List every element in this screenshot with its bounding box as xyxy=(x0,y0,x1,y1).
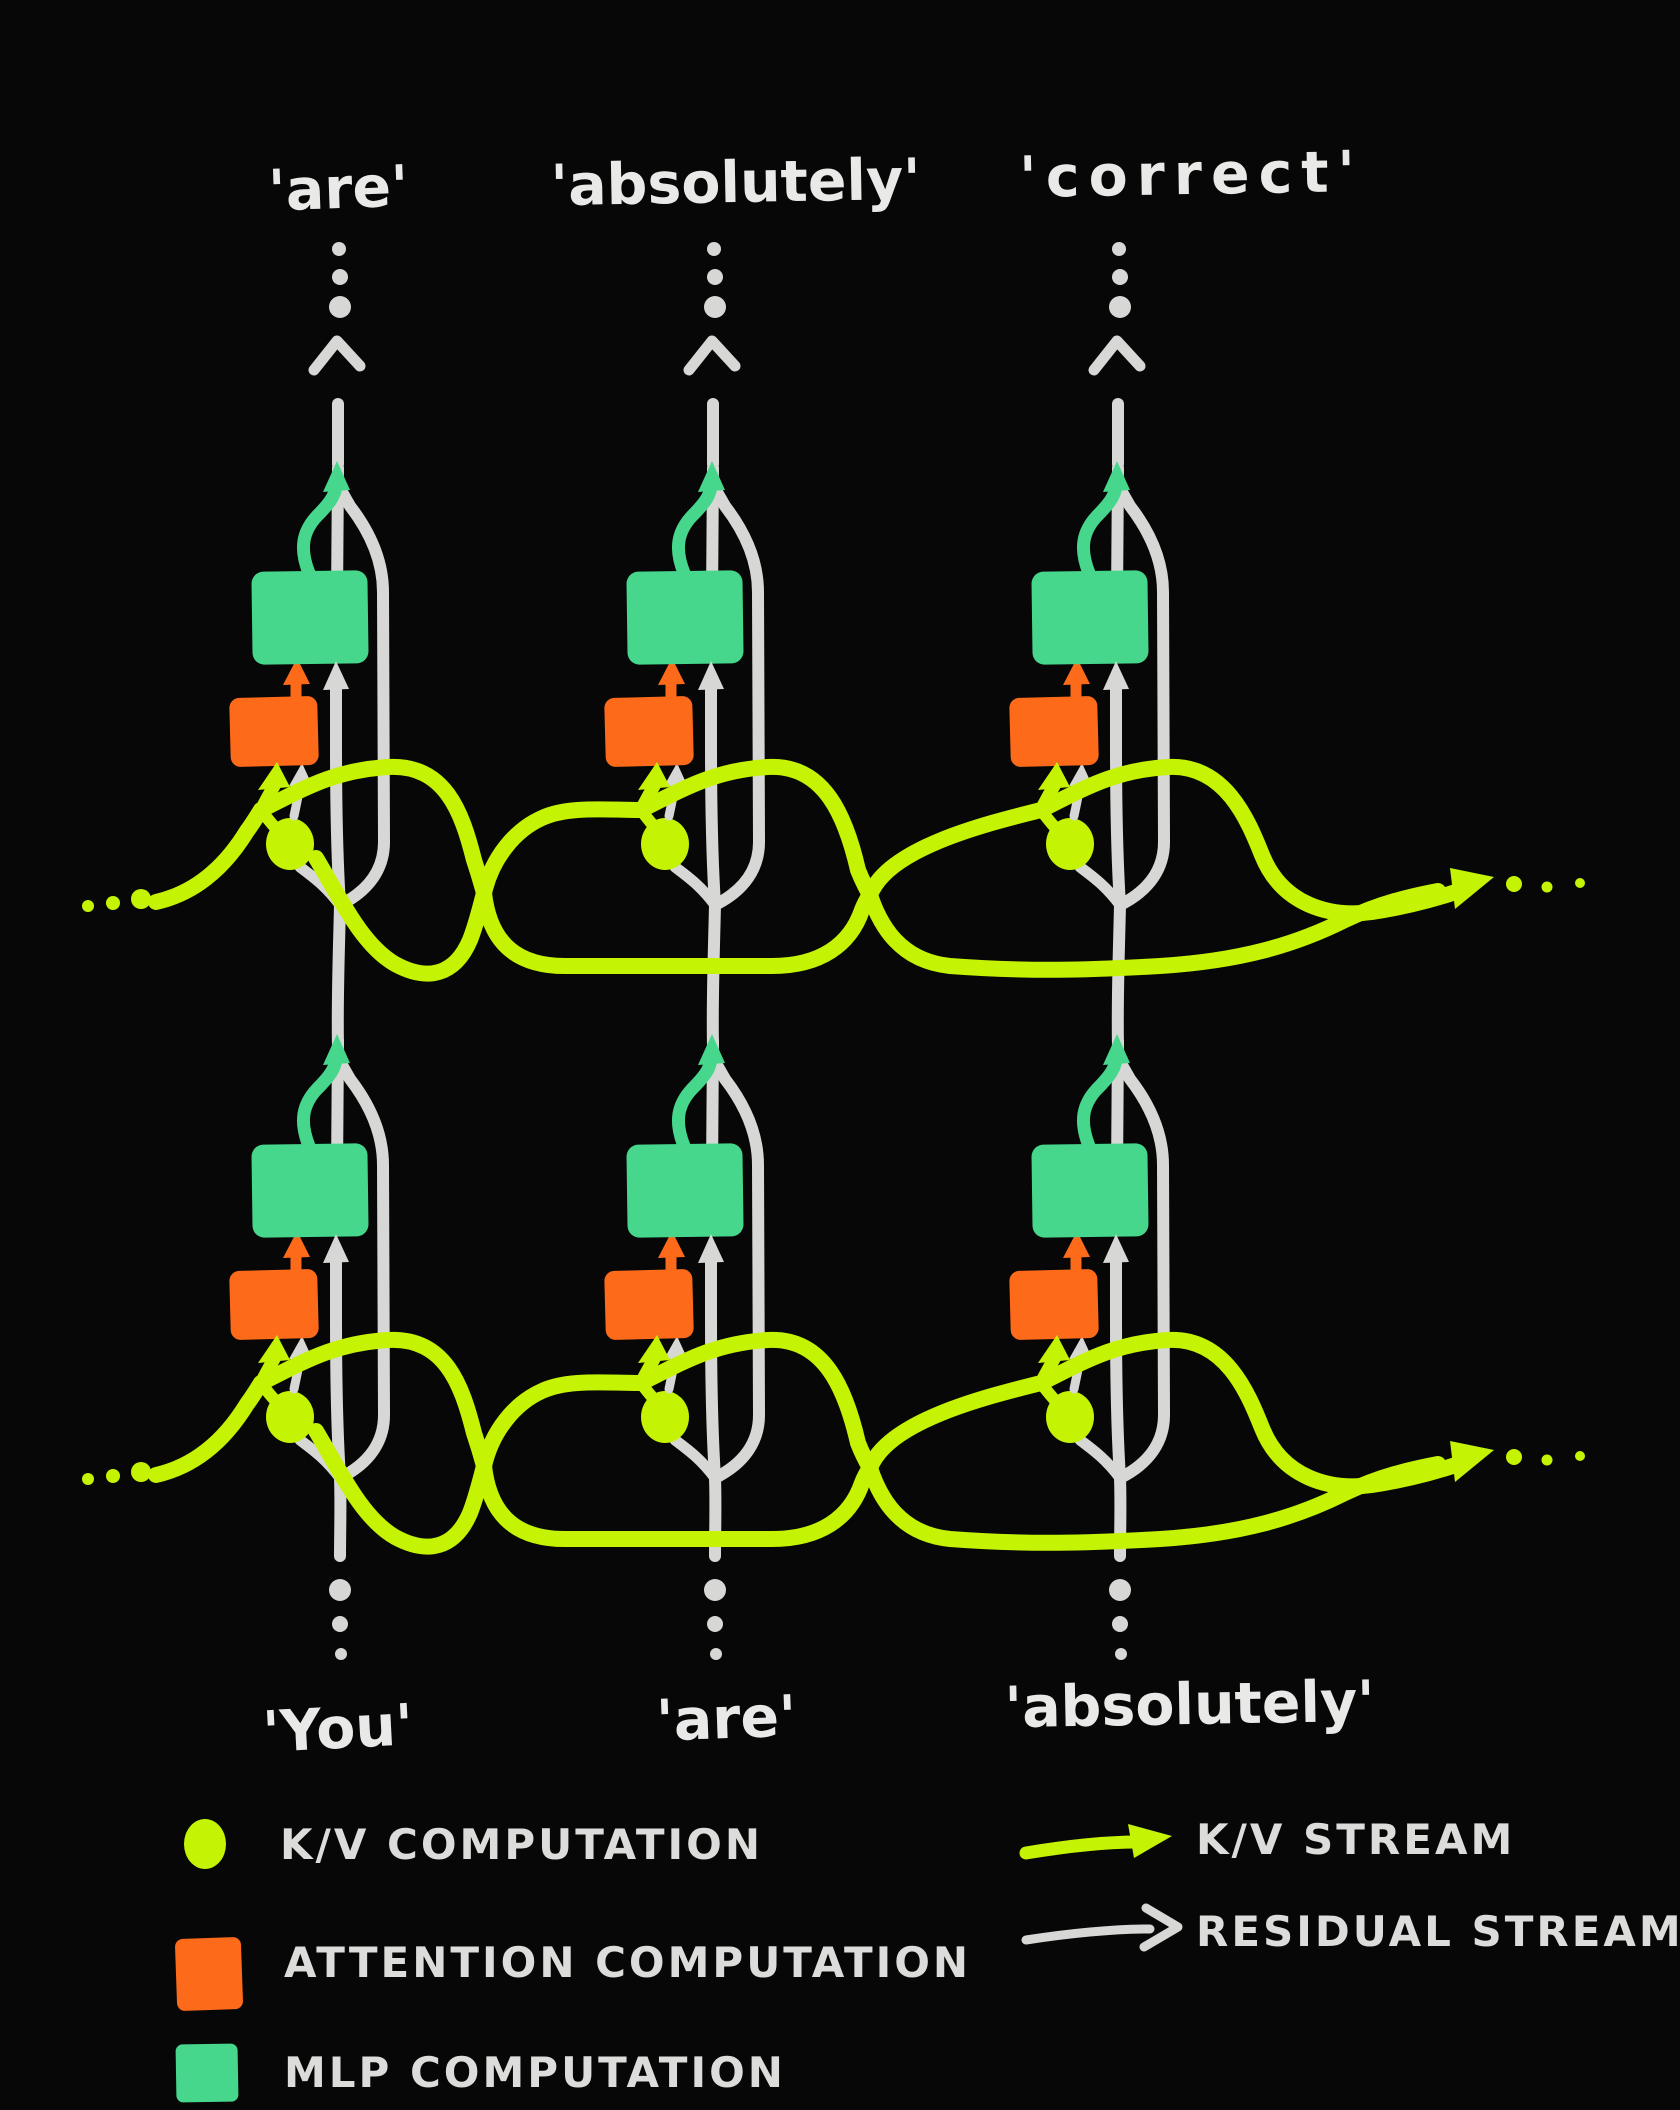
attention-square-swatch-icon xyxy=(175,1937,243,2011)
legend-item-kv-stream: K/V STREAM xyxy=(1019,1815,1515,1864)
kv-circle-swatch-icon xyxy=(184,1819,226,1869)
legend-label: K/V STREAM xyxy=(1196,1815,1515,1864)
legend-label: K/V COMPUTATION xyxy=(280,1820,763,1869)
block-row2-col1 xyxy=(229,1034,384,1478)
legend-item-residual-stream: RESIDUAL STREAM xyxy=(1021,1903,1680,1956)
residual-connector-line xyxy=(706,899,721,1052)
legend-label: ATTENTION COMPUTATION xyxy=(284,1938,971,1987)
kv-stream-arrowhead-icon xyxy=(1128,1824,1172,1858)
column-top-col3 xyxy=(1094,242,1140,464)
mlp-square-swatch-icon xyxy=(175,2043,239,2103)
legend-item-attention-computation: ATTENTION COMPUTATION xyxy=(175,1937,971,2011)
column-bottom-col2 xyxy=(704,1478,726,1660)
residual-connector-line xyxy=(331,899,346,1052)
column-top-col1 xyxy=(314,242,360,464)
top-token-labels: 'are' 'absolutely' 'correct' xyxy=(267,139,1364,224)
legend-item-kv-computation: K/V COMPUTATION xyxy=(184,1819,763,1869)
top-token-label: 'correct' xyxy=(1019,139,1365,211)
bottom-token-label: 'You' xyxy=(261,1692,415,1766)
residual-stream-arrow-icon xyxy=(1021,1924,1155,1945)
residual-stream-arrowhead-icon xyxy=(1139,1903,1183,1952)
legend: K/V COMPUTATION ATTENTION COMPUTATION ML… xyxy=(175,1815,1680,2103)
bottom-token-label: 'are' xyxy=(655,1684,797,1755)
column-top-col2 xyxy=(689,242,735,464)
top-token-label: 'absolutely' xyxy=(550,147,921,219)
block-row1-col2 xyxy=(604,461,759,905)
legend-label: MLP COMPUTATION xyxy=(284,2048,786,2097)
kv-stream-arrow-icon xyxy=(1019,1835,1145,1860)
block-row2-col2 xyxy=(604,1034,759,1478)
bottom-token-labels: 'You' 'are' 'absolutely' xyxy=(261,1669,1375,1766)
block-row1-col1 xyxy=(229,461,384,905)
bottom-token-label: 'absolutely' xyxy=(1004,1669,1375,1741)
top-token-label: 'are' xyxy=(267,154,409,225)
block-row2-col3 xyxy=(1009,1034,1164,1478)
block-row1-col3 xyxy=(1009,461,1164,905)
legend-item-mlp-computation: MLP COMPUTATION xyxy=(175,2043,786,2103)
column-bottom-col3 xyxy=(1109,1478,1131,1660)
column-bottom-col1 xyxy=(329,1478,351,1660)
legend-label: RESIDUAL STREAM xyxy=(1196,1907,1680,1956)
